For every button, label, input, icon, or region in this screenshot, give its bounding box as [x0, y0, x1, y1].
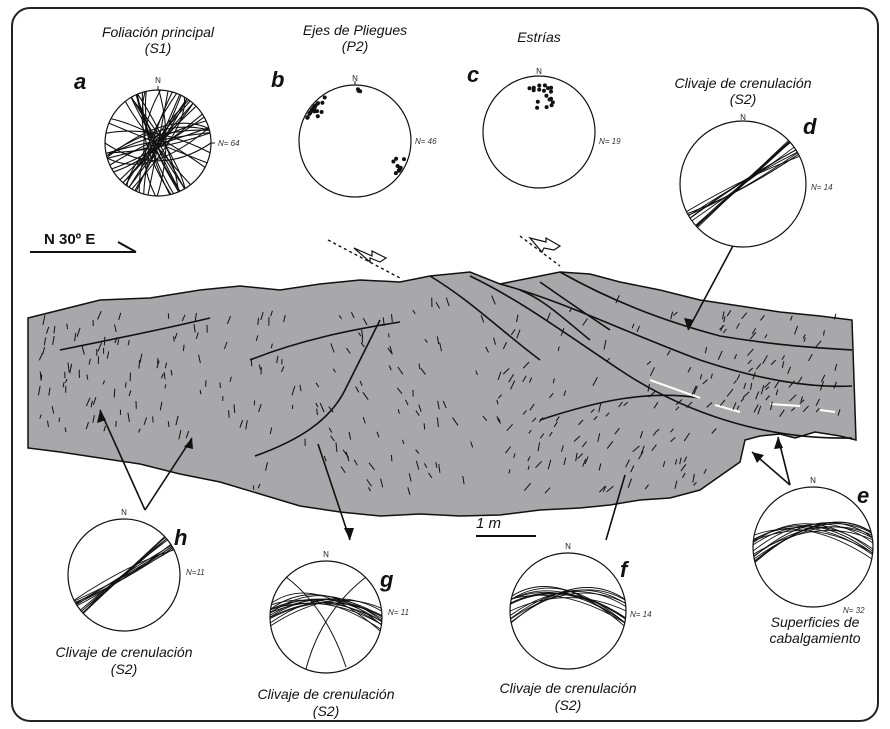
- stereonet-d-count: N= 14: [811, 183, 833, 192]
- cleavage-mark: [254, 401, 255, 406]
- stereonet-c-count: N= 19: [599, 137, 621, 146]
- cleavage-mark: [220, 383, 221, 388]
- lineation-point: [545, 105, 549, 109]
- lineation-point: [320, 101, 324, 105]
- stereonet-h-letter: h: [174, 525, 187, 550]
- lineation-point: [548, 98, 552, 102]
- lineation-point: [546, 86, 550, 90]
- lineation-point: [535, 106, 539, 110]
- orientation-label: N 30º E: [44, 231, 95, 248]
- lineation-point: [315, 102, 319, 106]
- lineation-point: [316, 114, 320, 118]
- stereonet-g-title-1: Clivaje de crenulación: [258, 686, 395, 702]
- scale-bar-label: 1 m: [476, 515, 501, 532]
- stereonet-g-title-2: (S2): [313, 703, 339, 719]
- stereonet-d-title-1: Clivaje de crenulación: [675, 75, 812, 91]
- lineation-point: [543, 83, 547, 87]
- lineation-point: [402, 157, 406, 161]
- lineation-point: [544, 94, 548, 98]
- stereonet-a-letter: a: [74, 69, 86, 94]
- cleavage-mark: [391, 455, 392, 461]
- stereonet-b-letter: b: [271, 67, 284, 92]
- cleavage-mark: [251, 358, 252, 366]
- stereonet-e-north: N: [810, 476, 816, 485]
- lineation-point: [391, 160, 395, 164]
- cleavage-mark: [234, 404, 235, 413]
- cleavage-mark: [67, 324, 68, 329]
- stereonet-h-count: N=11: [186, 568, 205, 577]
- lineation-point: [537, 88, 541, 92]
- stereonet-h-title-2: (S2): [111, 661, 137, 677]
- stereonet-f-title-1: Clivaje de crenulación: [500, 680, 637, 696]
- cleavage-mark: [183, 345, 184, 351]
- cleavage-mark: [253, 486, 254, 490]
- lineation-point: [551, 100, 555, 104]
- stereonet-b-title-2: (P2): [342, 38, 368, 54]
- cleavage-mark: [168, 313, 169, 319]
- lineation-point: [308, 112, 312, 116]
- lineation-point: [312, 106, 316, 110]
- lineation-point: [537, 84, 541, 88]
- lineation-point: [549, 90, 553, 94]
- stereonet-c-north: N: [536, 67, 542, 76]
- lineation-point: [528, 86, 532, 90]
- lineation-point: [320, 110, 324, 114]
- stereonet-d-title-2: (S2): [730, 91, 756, 107]
- lineation-point: [399, 166, 403, 170]
- cleavage-mark: [153, 417, 154, 423]
- lineation-point: [394, 171, 398, 175]
- cleavage-mark: [114, 389, 115, 398]
- stereonet-c-letter: c: [467, 62, 479, 87]
- stereonet-d-letter: d: [803, 114, 817, 139]
- stereonet-g-letter: g: [379, 567, 394, 592]
- stereonet-e-letter: e: [857, 483, 869, 508]
- cleavage-mark: [126, 382, 127, 387]
- stereonet-a-title-2: (S1): [145, 40, 171, 56]
- stereonet-f-title-2: (S2): [555, 697, 581, 713]
- cleavage-mark: [389, 333, 390, 337]
- stereonet-b-count: N= 46: [415, 137, 437, 146]
- stereonet-h-north: N: [121, 508, 127, 517]
- lineation-point: [542, 89, 546, 93]
- lineation-point: [532, 86, 536, 90]
- lineation-point: [536, 100, 540, 104]
- cleavage-mark: [258, 318, 259, 325]
- stereonet-b-title-1: Ejes de Pliegues: [303, 22, 407, 38]
- cleavage-mark: [229, 410, 230, 418]
- stereonet-h-title-1: Clivaje de crenulación: [56, 644, 193, 660]
- stereonet-f-north: N: [565, 542, 571, 551]
- cleavage-mark: [424, 423, 425, 429]
- lineation-point: [315, 109, 319, 113]
- lineation-point: [323, 96, 327, 100]
- stereonet-a-count: N= 64: [218, 139, 240, 148]
- stereonet-c-title-1: Estrías: [517, 29, 561, 45]
- stereonet-a-north: N: [155, 76, 161, 85]
- stereonet-a-title-1: Foliación principal: [102, 24, 215, 40]
- stereonet-f-count: N= 14: [630, 610, 652, 619]
- cleavage-mark: [139, 360, 140, 369]
- stereonet-g-count: N= 11: [388, 608, 409, 617]
- cleavage-mark: [174, 336, 175, 341]
- lineation-point: [356, 87, 360, 91]
- stereonet-g-north: N: [323, 550, 329, 559]
- stereonet-e-title-1: Superficies de: [771, 614, 860, 630]
- cleavage-mark: [71, 364, 72, 368]
- stereonet-e-title-2: cabalgamiento: [769, 630, 860, 646]
